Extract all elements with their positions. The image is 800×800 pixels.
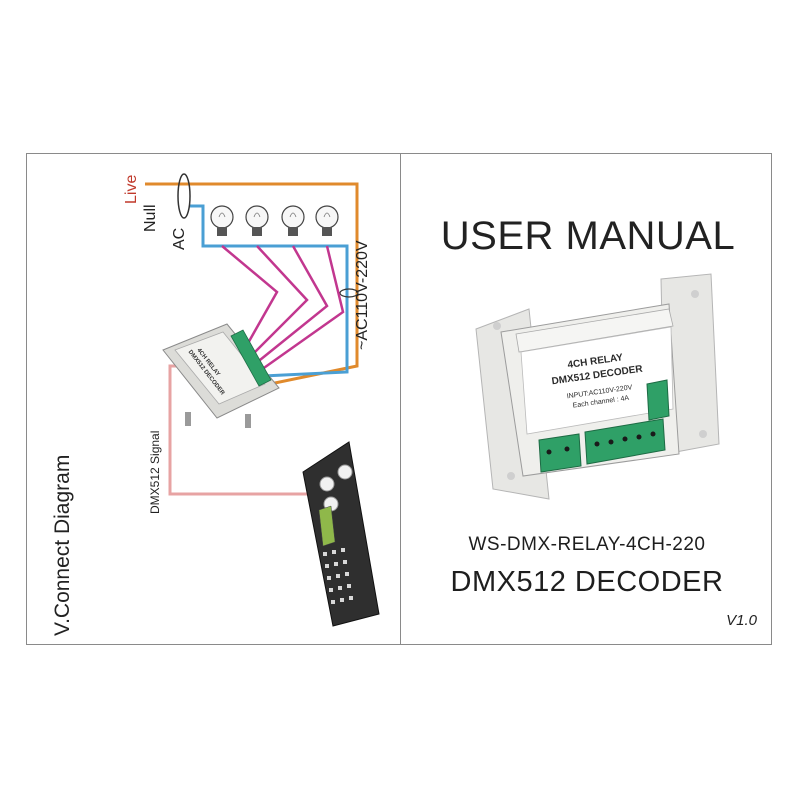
bulb-icon [210, 205, 234, 236]
bulb-icon [281, 205, 305, 236]
relay-wires [221, 245, 345, 372]
manual-title: USER MANUAL [440, 214, 736, 258]
terminal-block [646, 379, 670, 421]
wiring-diagram: 4CH RELAY DMX512 DECODER [145, 173, 380, 627]
cover-page: USER MANUAL 4CH RELAY DMX512 DECODER INP… [400, 153, 772, 645]
cable-tie-top [177, 173, 191, 219]
product-photo: 4CH RELAY DMX512 DECODER INPUT:AC110V-22… [475, 273, 720, 500]
null-wire [189, 204, 349, 378]
version-label: V1.0 [726, 612, 757, 629]
product-name: DMX512 DECODER [450, 566, 724, 598]
console-knob-icon [337, 464, 353, 480]
console-knob-icon [319, 476, 335, 492]
model-number: WS-DMX-RELAY-4CH-220 [468, 534, 706, 555]
label-ac: AC [171, 227, 188, 250]
label-null: Null [142, 204, 159, 232]
label-live: Live [123, 174, 140, 204]
label-voltage: ~AC110V-220V [354, 240, 371, 350]
bulb-icon [245, 205, 269, 236]
dmx-console [302, 441, 380, 627]
cable-tie-side [339, 288, 359, 298]
connect-diagram-page: 4CH RELAY DMX512 DECODER Live Null AC ~A… [26, 153, 401, 645]
diagram-title: V.Connect Diagram [51, 454, 74, 636]
relay-decoder-device: 4CH RELAY DMX512 DECODER [162, 323, 280, 428]
terminal-block [538, 433, 582, 473]
label-dmx-signal: DMX512 Signal [148, 430, 162, 514]
bulb-icon [315, 205, 339, 236]
